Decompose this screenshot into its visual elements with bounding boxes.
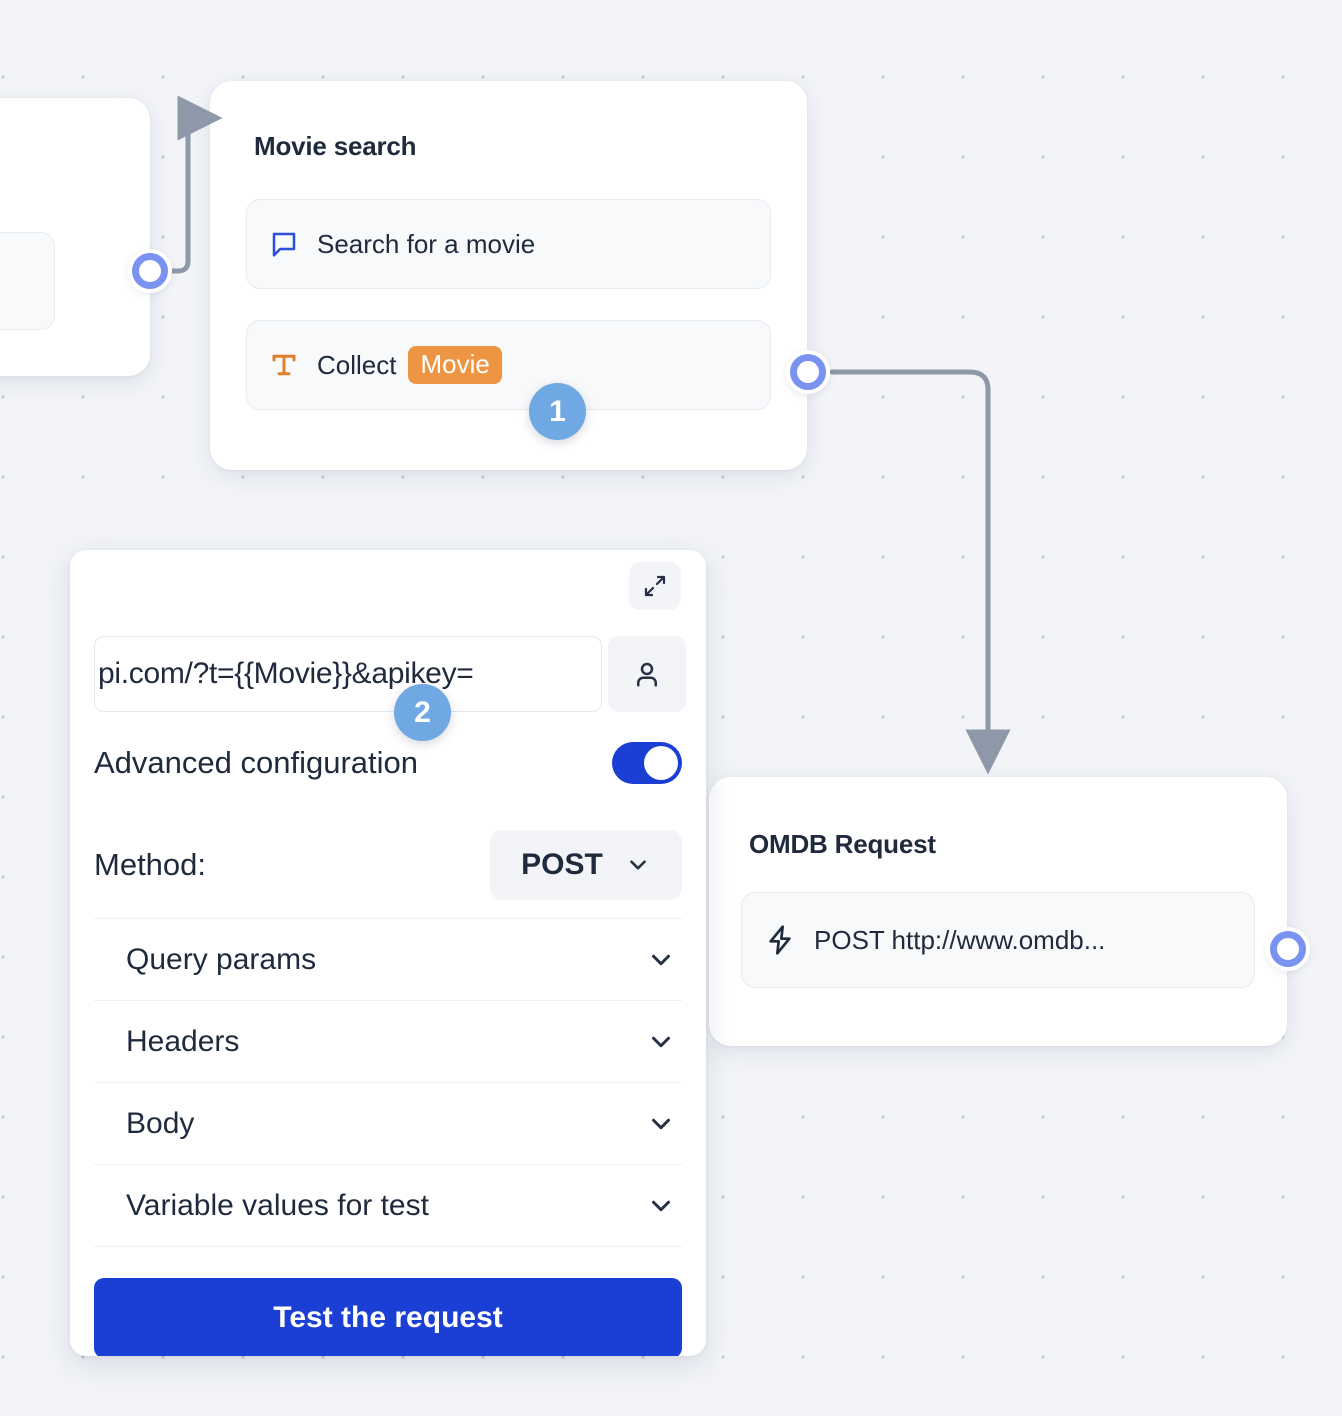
chevron-down-icon xyxy=(646,1027,676,1057)
connector-port-omdb-output[interactable] xyxy=(1266,927,1310,971)
advanced-configuration-toggle[interactable] xyxy=(612,742,682,784)
node-row-label: Collect Movie xyxy=(317,345,502,385)
node-title: OMDB Request xyxy=(749,829,936,859)
node-omdb-request[interactable]: OMDB Request POST http://www.omdb... xyxy=(690,777,1287,1046)
method-select[interactable]: POST xyxy=(490,830,682,900)
connector-port-left-node[interactable] xyxy=(128,249,172,293)
url-row: pi.com/?t={{Movie}}&apikey= xyxy=(94,636,686,712)
accordion-label: Headers xyxy=(126,1024,240,1058)
accordion-item-headers[interactable]: Headers xyxy=(94,1001,682,1083)
step-marker-1: 1 xyxy=(529,383,586,440)
method-value: POST xyxy=(521,848,603,881)
request-accordion: Query params Headers Body xyxy=(94,918,682,1247)
partial-node-row[interactable] xyxy=(0,232,55,330)
method-row: Method: POST xyxy=(94,830,682,900)
node-movie-search[interactable]: Movie search Search for a movie xyxy=(210,81,807,470)
node-row-search-for-a-movie[interactable]: Search for a movie xyxy=(246,199,771,289)
method-label: Method: xyxy=(94,847,207,882)
variable-badge-movie[interactable]: Movie xyxy=(408,345,502,385)
text-t-icon xyxy=(269,350,299,380)
chevron-down-icon xyxy=(646,1191,676,1221)
accordion-item-body[interactable]: Body xyxy=(94,1083,682,1165)
advanced-configuration-label: Advanced configuration xyxy=(94,745,419,780)
connector-port-movie-search-output[interactable] xyxy=(786,350,830,394)
auth-user-button[interactable] xyxy=(608,636,686,712)
request-url-input[interactable]: pi.com/?t={{Movie}}&apikey= xyxy=(94,636,602,712)
test-the-request-button[interactable]: Test the request xyxy=(94,1278,682,1356)
node-title: Movie search xyxy=(254,131,417,161)
node-row-label: POST http://www.omdb... xyxy=(814,924,1106,955)
chevron-down-icon xyxy=(646,945,676,975)
expand-panel-button[interactable] xyxy=(629,562,681,610)
request-url-value: pi.com/?t={{Movie}}&apikey= xyxy=(98,657,474,690)
accordion-item-variable-values-for-test[interactable]: Variable values for test xyxy=(94,1165,682,1247)
accordion-label: Query params xyxy=(126,942,317,976)
node-row-collect-movie[interactable]: Collect Movie xyxy=(246,320,771,410)
request-config-panel[interactable]: pi.com/?t={{Movie}}&apikey= Advanced con… xyxy=(70,550,706,1356)
node-row-post-request[interactable]: POST http://www.omdb... xyxy=(741,892,1255,988)
accordion-item-query-params[interactable]: Query params xyxy=(94,919,682,1001)
collect-text: Collect xyxy=(317,349,397,380)
accordion-label: Body xyxy=(126,1106,195,1140)
expand-diagonal-icon xyxy=(643,574,667,598)
chevron-down-icon xyxy=(646,1109,676,1139)
chevron-down-icon xyxy=(625,852,651,878)
lightning-bolt-icon xyxy=(764,924,796,956)
step-marker-2: 2 xyxy=(394,684,451,741)
person-icon xyxy=(632,659,662,689)
speech-bubble-icon xyxy=(269,229,299,259)
node-row-label: Search for a movie xyxy=(317,228,536,259)
advanced-configuration-row: Advanced configuration xyxy=(94,742,682,784)
accordion-label: Variable values for test xyxy=(126,1188,429,1222)
partial-node-card[interactable] xyxy=(0,98,150,376)
